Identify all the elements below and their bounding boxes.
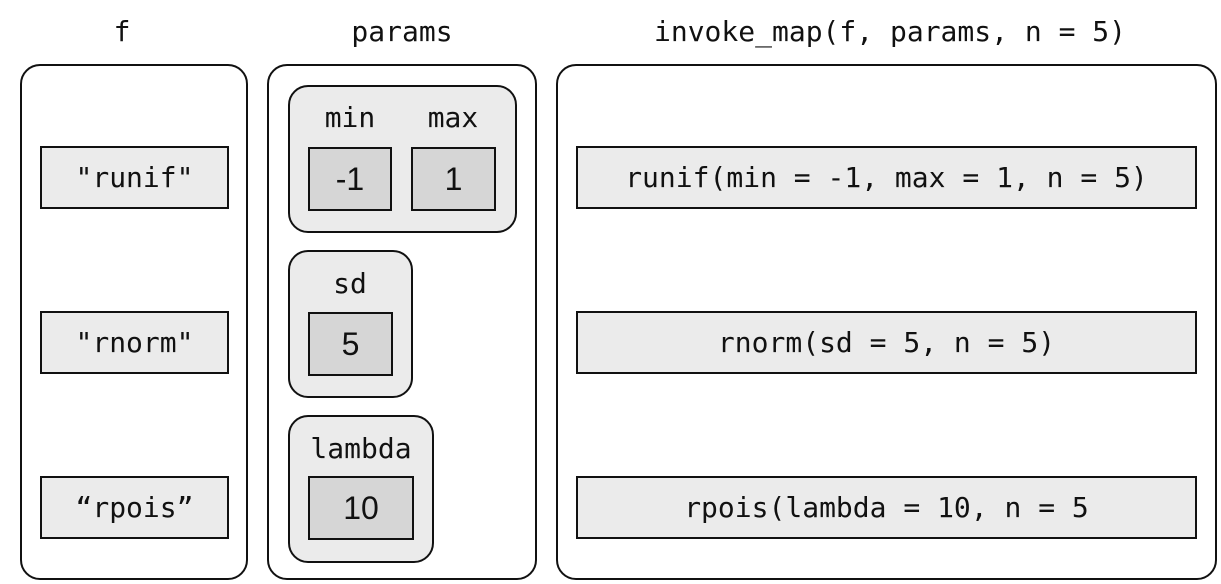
param-label-min: min (324, 101, 376, 134)
param-value-min: -1 (308, 147, 392, 211)
param-value-sd: 5 (308, 312, 393, 376)
param-value-max: 1 (411, 147, 496, 211)
header-result: invoke_map(f, params, n = 5) (653, 15, 1126, 48)
function-runif: "runif" (40, 146, 229, 209)
header-f: f (113, 15, 131, 48)
function-rnorm: "rnorm" (40, 311, 229, 374)
result-rpois: rpois(lambda = 10, n = 5 (576, 476, 1197, 539)
header-params: params (351, 15, 453, 48)
result-runif: runif(min = -1, max = 1, n = 5) (576, 146, 1197, 209)
param-value-lambda: 10 (308, 476, 414, 540)
result-rnorm: rnorm(sd = 5, n = 5) (576, 311, 1197, 374)
param-label-max: max (427, 101, 479, 134)
function-rpois: “rpois” (40, 476, 229, 539)
param-label-lambda: lambda (310, 432, 412, 465)
param-label-sd: sd (333, 267, 367, 300)
